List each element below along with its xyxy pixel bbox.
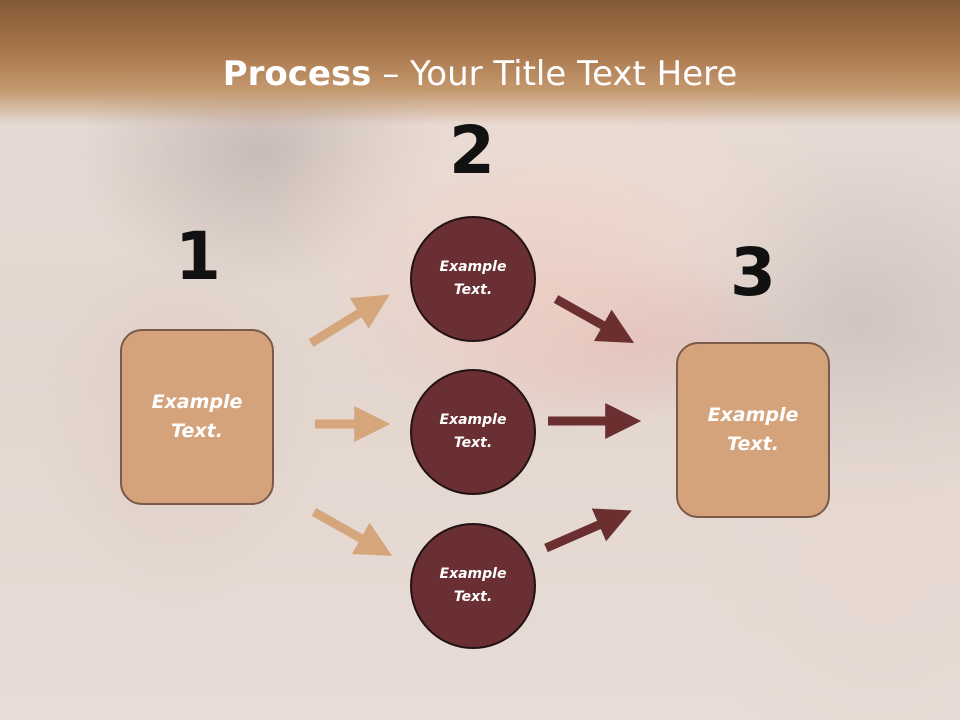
title-bold: Process [222,54,372,94]
step-number-1: 1 [175,218,221,295]
circle-top-text: Example Text. [439,259,507,298]
circle-bottom: Example Text. [410,523,536,649]
step-3-box: Example Text. [676,342,830,518]
arrow-right-down [553,295,635,343]
arrow-left-down [311,508,393,556]
title-banner [0,0,960,125]
slide-title: Process – Your Title Text Here [0,48,960,100]
arrow-right-up [544,508,632,553]
circle-bottom-text: Example Text. [439,566,507,605]
step-3-text: Example Text. [707,404,799,455]
arrow-left-up [308,294,390,347]
step-1-box: Example Text. [120,329,274,505]
title-rest: – Your Title Text Here [371,54,738,94]
circle-middle: Example Text. [410,369,536,495]
circle-top: Example Text. [410,216,536,342]
step-number-2: 2 [449,112,495,189]
circle-middle-text: Example Text. [439,412,507,451]
step-1-text: Example Text. [151,391,243,442]
step-number-3: 3 [730,234,776,311]
